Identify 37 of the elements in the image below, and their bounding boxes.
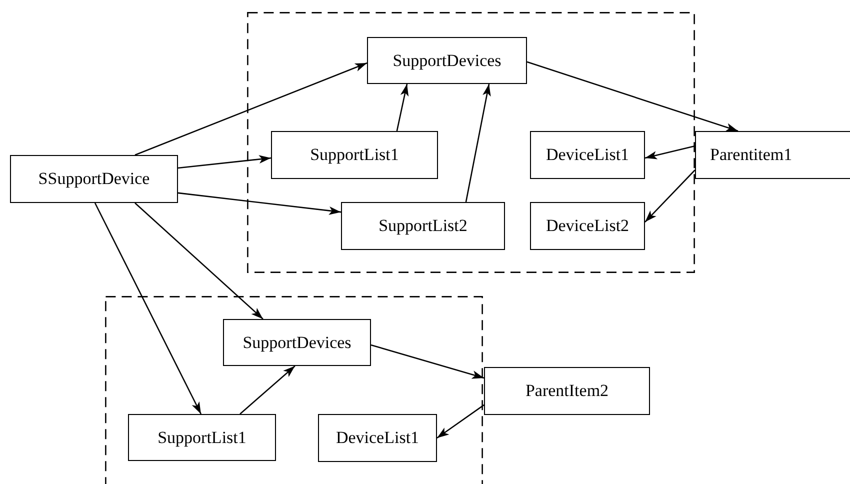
arrow: [178, 155, 272, 169]
class-box: [367, 37, 527, 84]
class-box: [128, 414, 276, 461]
arrow: [94, 202, 202, 414]
class-box: [10, 155, 178, 203]
arrow: [644, 170, 696, 222]
class-name: DeviceList1: [336, 428, 420, 448]
class-name: SupportDevices: [392, 50, 502, 70]
arrow: [396, 84, 409, 132]
class-name: DeviceList1: [546, 145, 630, 165]
class-box: [271, 131, 438, 179]
arrow: [370, 344, 484, 379]
arrow: [465, 84, 491, 202]
arrow: [526, 61, 738, 132]
dashed-group-frame: [247, 12, 695, 273]
class-box: [318, 414, 437, 462]
class-box: [530, 202, 645, 250]
class-box: [530, 131, 645, 179]
dashed-group-frame: [105, 296, 483, 484]
class-name: Parentitem1: [710, 145, 792, 165]
arrow: [134, 202, 264, 320]
class-box: [484, 367, 650, 415]
class-box: [341, 202, 505, 250]
arrow: [644, 145, 696, 160]
class-name: ParentItem2: [525, 381, 609, 401]
class-name: SupportList1: [310, 145, 399, 165]
arrow: [240, 366, 296, 414]
class-name: SSupportDevice: [38, 169, 150, 189]
class-box: [223, 319, 371, 366]
class-name: DeviceList2: [546, 216, 630, 236]
arrow: [178, 192, 342, 215]
class-name: SupportDevices: [242, 332, 352, 352]
class-name: SupportList1: [158, 428, 246, 448]
class-name: SupportList2: [378, 216, 468, 236]
arrow: [436, 404, 484, 439]
class-box: [695, 131, 850, 179]
arrow: [134, 62, 368, 156]
